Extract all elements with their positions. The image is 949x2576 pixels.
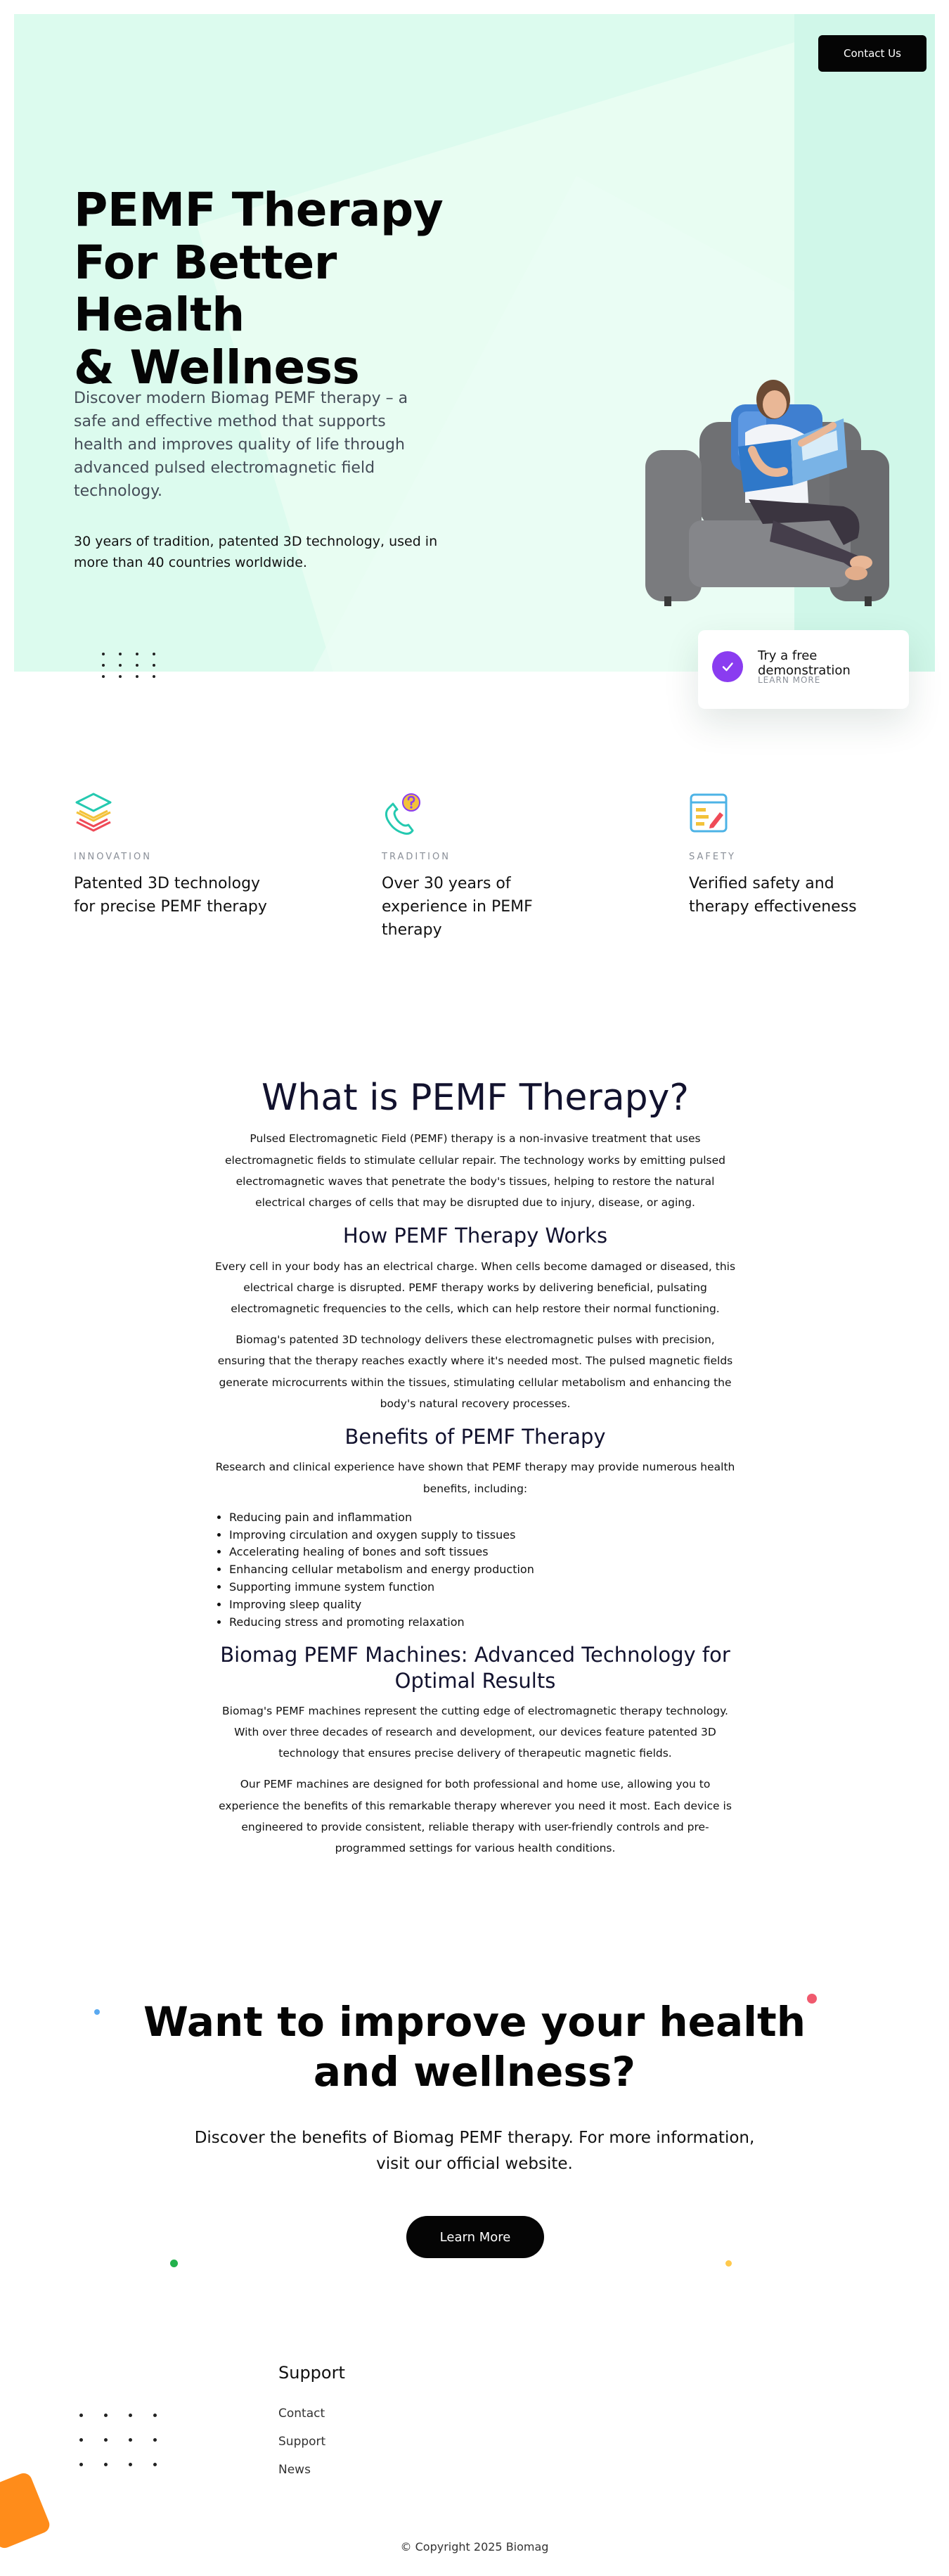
footer-link-news[interactable]: News (278, 2463, 311, 2477)
decoration-dot (725, 2260, 732, 2267)
feature-text: Over 30 years of experience in PEMF ther… (382, 875, 533, 939)
footer-link-contact[interactable]: Contact (278, 2407, 325, 2421)
hero-title-line: PEMF Therapy (74, 183, 444, 237)
article-paragraph: Research and clinical experience have sh… (215, 1461, 735, 1495)
cta-description: Discover the benefits of Biomag PEMF the… (194, 2129, 755, 2173)
check-icon (712, 651, 743, 682)
feature-text: Patented 3D technology for precise PEMF … (74, 875, 267, 916)
feature-innovation: INNOVATION Patented 3D technology for pr… (74, 791, 285, 918)
free-demo-card[interactable]: Try a free demonstration LEARN MORE (698, 630, 909, 709)
copyright: © Copyright 2025 Biomag (400, 2540, 549, 2553)
hero-title-line: For Better Health (74, 235, 337, 342)
list-item: Enhancing cellular metabolism and energy… (229, 1561, 740, 1579)
section-heading: Biomag PEMF Machines: Advanced Technolog… (220, 1643, 730, 1693)
article-paragraph: Biomag's PEMF machines represent the cut… (222, 1704, 728, 1760)
article-paragraph: Pulsed Electromagnetic Field (PEMF) ther… (224, 1132, 725, 1210)
hero-section (14, 14, 935, 672)
demo-card-title: Try a free demonstration (758, 648, 851, 678)
decoration-dot (170, 2260, 178, 2267)
document-pen-icon (690, 793, 728, 833)
feature-safety: SAFETY Verified safety and therapy effec… (689, 791, 886, 918)
decoration-dot (94, 2009, 100, 2015)
dot-grid-decoration (102, 653, 161, 678)
list-item: Improving sleep quality (229, 1596, 740, 1614)
footer-heading: Support (278, 2363, 345, 2383)
list-item: Supporting immune system function (229, 1579, 740, 1596)
feature-label: SAFETY (689, 852, 736, 862)
section-heading: How PEMF Therapy Works (342, 1224, 608, 1248)
decoration-dot (807, 1994, 817, 2004)
what-is-pemf-article: What is PEMF Therapy? Pulsed Electromagn… (211, 1076, 740, 1869)
hero-title-line: & Wellness (74, 340, 360, 395)
contact-us-button[interactable]: Contact Us (818, 35, 927, 72)
decoration-shape (0, 2471, 52, 2551)
layers-icon (75, 793, 112, 832)
phone-question-icon (385, 793, 420, 835)
section-heading: Benefits of PEMF Therapy (344, 1425, 606, 1449)
feature-text: Verified safety and therapy effectivenes… (689, 875, 857, 916)
cta-title-line: and wellness? (313, 2047, 636, 2096)
list-item: Reducing stress and promoting relaxation (229, 1614, 740, 1632)
cta-title-line: Want to improve your health (143, 1998, 806, 2046)
footer-link-support[interactable]: Support (278, 2435, 326, 2449)
hero-description: Discover modern Biomag PEMF therapy – a … (74, 390, 408, 500)
hero-title: PEMF Therapy For Better Health & Wellnes… (74, 184, 496, 394)
cta-title: Want to improve your health and wellness… (141, 1997, 808, 2097)
hero-note: 30 years of tradition, patented 3D techn… (74, 534, 438, 571)
benefits-list: Reducing pain and inflammation Improving… (211, 1509, 740, 1632)
article-title: What is PEMF Therapy? (261, 1077, 690, 1119)
feature-label: INNOVATION (74, 852, 152, 862)
woman-in-armchair-illustration (645, 380, 889, 606)
dot-grid-decoration (79, 2414, 178, 2466)
article-paragraph: Biomag's patented 3D technology delivers… (217, 1333, 733, 1410)
list-item: Reducing pain and inflammation (229, 1509, 740, 1527)
article-paragraph: Every cell in your body has an electrica… (214, 1260, 736, 1315)
footer-links: Contact Support News (278, 2407, 325, 2491)
learn-more-link[interactable]: LEARN MORE (758, 675, 821, 685)
feature-tradition: TRADITION Over 30 years of experience in… (382, 791, 550, 942)
list-item: Accelerating healing of bones and soft t… (229, 1544, 740, 1561)
feature-label: TRADITION (382, 852, 451, 862)
article-paragraph: Our PEMF machines are designed for both … (219, 1778, 732, 1855)
list-item: Improving circulation and oxygen supply … (229, 1527, 740, 1544)
learn-more-button[interactable]: Learn More (406, 2216, 544, 2258)
